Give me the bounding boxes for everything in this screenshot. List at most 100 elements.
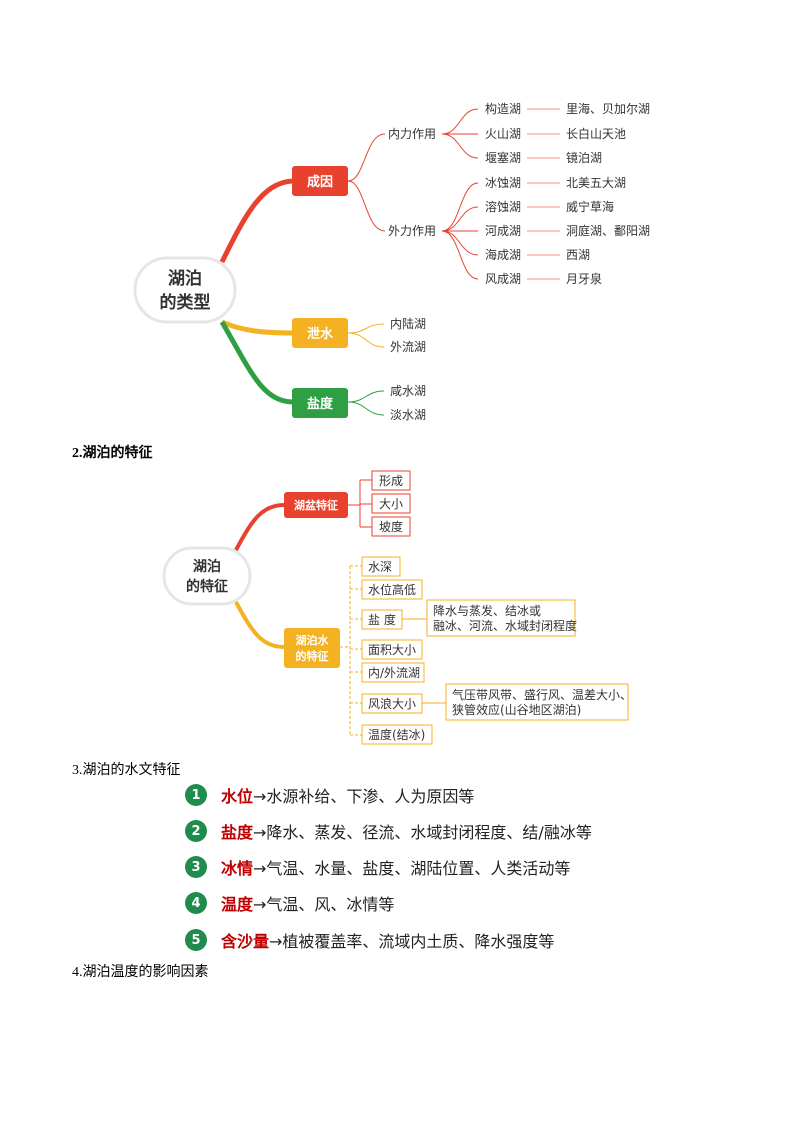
basin-item-slope: 坡度 <box>379 519 403 534</box>
lake-type-tectonic: 构造湖 <box>485 101 521 116</box>
example-barrier: 镜泊湖 <box>566 150 602 165</box>
section-heading-2: 2.湖泊的特征 <box>72 446 153 461</box>
internal-lake-connectors <box>441 108 479 280</box>
branch-line-salinity <box>219 320 293 405</box>
section-heading-4: 4.湖泊温度的影响因素 <box>72 965 209 980</box>
features-center-line2: 的特征 <box>186 578 228 595</box>
example-tectonic: 里海、贝加尔湖 <box>566 101 650 116</box>
hydro-number-4: 4 <box>185 892 207 914</box>
hydro-key-2: 盐度 <box>221 823 254 842</box>
hydro-item-2: 2 盐度 →降水、蒸发、径流、水域封闭程度、结/融冰等 <box>185 817 592 845</box>
basin-item-box-formation <box>371 470 411 491</box>
branch-water-box <box>284 628 340 668</box>
water-item-depth: 水深 <box>368 560 392 574</box>
lake-types-mindmap: 湖泊 的类型 成因 泄水 盐度 内力作用 外力作用 构造湖 火山湖 堰塞湖 冰蚀… <box>133 101 650 422</box>
salinity-connectors <box>347 390 385 416</box>
example-coastal: 西湖 <box>566 247 590 262</box>
water-item-waves: 风浪大小 <box>368 696 416 711</box>
example-connectors <box>527 108 560 280</box>
hydro-text-5: →植被覆盖率、流域内土质、降水强度等 <box>269 932 555 951</box>
hydro-text-3: →气温、水量、盐度、湖陆位置、人类活动等 <box>253 859 571 878</box>
salinity-salt: 咸水湖 <box>390 383 426 398</box>
lake-type-barrier: 堰塞湖 <box>485 150 521 165</box>
hydro-number-1: 1 <box>185 784 207 806</box>
example-volcanic: 长白山天池 <box>566 126 626 141</box>
water-item-area: 面积大小 <box>368 643 416 657</box>
salinity-note-line1: 降水与蒸发、结冰或 <box>433 603 541 618</box>
branch-water-label-line2: 的特征 <box>296 649 329 663</box>
branch-cause-label: 成因 <box>307 174 333 190</box>
center-bubble-features <box>162 546 252 606</box>
features-center-line1: 湖泊 <box>193 558 221 575</box>
hydro-item-1: 1 水位 →水源补给、下渗、人为原因等 <box>185 781 474 809</box>
lake-features-mindmap: 湖泊 的特征 湖盆特征 湖泊水 的特征 形成 大小 坡度 水深 <box>162 470 632 745</box>
lake-type-coastal: 海成湖 <box>485 247 521 262</box>
example-glacial: 北美五大湖 <box>566 175 626 190</box>
hydro-key-1: 水位 <box>221 787 254 806</box>
hydro-number-5: 5 <box>185 929 207 951</box>
wave-note-line1: 气压带风带、盛行风、温差大小、 <box>452 687 632 702</box>
connector-internal <box>347 133 386 182</box>
hydro-number-2: 2 <box>185 820 207 842</box>
group-internal-forces: 内力作用 <box>388 127 436 141</box>
drainage-connectors <box>347 323 385 348</box>
salinity-note-line2: 融冰、河流、水域封闭程度 <box>433 618 577 633</box>
water-item-drainage: 内/外流湖 <box>368 665 420 680</box>
branch-drainage-box <box>292 318 348 348</box>
example-karst: 威宁草海 <box>566 199 614 214</box>
example-aeolian: 月牙泉 <box>566 272 602 286</box>
hydro-item-3: 3 冰情 →气温、水量、盐度、湖陆位置、人类活动等 <box>185 853 570 881</box>
center-title-line2: 的类型 <box>160 292 211 313</box>
water-item-temperature: 温度(结冰) <box>368 727 425 742</box>
group-external-forces: 外力作用 <box>388 224 436 238</box>
wave-note-box <box>445 683 629 721</box>
branch-line-drainage <box>220 319 293 336</box>
water-item-box-depth <box>361 556 401 577</box>
branch-salinity-label: 盐度 <box>307 396 334 412</box>
hydro-number-3: 3 <box>185 856 207 878</box>
branch-basin-label: 湖盆特征 <box>294 498 338 512</box>
water-item-box-area <box>361 639 423 660</box>
basin-item-box-slope <box>371 516 411 537</box>
lake-type-aeolian: 风成湖 <box>485 271 521 286</box>
drainage-outflow: 外流湖 <box>390 339 426 354</box>
branch-salinity-box <box>292 388 348 418</box>
example-fluvial: 洞庭湖、鄱阳湖 <box>566 223 650 238</box>
basin-item-size: 大小 <box>379 497 403 511</box>
center-bubble-types <box>133 256 237 324</box>
salinity-fresh: 淡水湖 <box>390 407 426 422</box>
basin-items: 形成 大小 坡度 <box>371 470 411 537</box>
water-item-salinity: 盐 度 <box>368 612 396 627</box>
basin-connectors <box>348 479 372 528</box>
center-title-line1: 湖泊 <box>168 269 202 289</box>
lake-type-fluvial: 河成湖 <box>485 223 521 238</box>
branch-basin-box <box>284 492 348 518</box>
hydro-key-5: 含沙量 <box>221 932 270 951</box>
hydro-text-2: →降水、蒸发、径流、水域封闭程度、结/融冰等 <box>253 823 592 842</box>
basin-item-box-size <box>371 493 411 514</box>
salinity-note-box <box>426 599 576 637</box>
water-connectors <box>340 565 362 736</box>
hydro-item-4: 4 温度 →气温、风、冰情等 <box>185 889 394 917</box>
drainage-inland: 内陆湖 <box>390 316 426 331</box>
hydro-item-5: 5 含沙量 →植被覆盖率、流域内土质、降水强度等 <box>185 926 554 954</box>
water-items: 水深 水位高低 盐 度 面积大小 内/外流湖 风浪大小 温度(结冰) <box>361 556 433 745</box>
lake-type-volcanic: 火山湖 <box>485 126 521 141</box>
branch-line-water <box>234 601 285 649</box>
hydro-key-4: 温度 <box>221 895 254 914</box>
water-item-box-level <box>361 579 423 600</box>
lake-type-glacial: 冰蚀湖 <box>485 175 521 190</box>
water-item-box-drainage <box>361 662 425 683</box>
lake-type-karst: 溶蚀湖 <box>485 199 521 214</box>
branch-drainage-label: 泄水 <box>307 326 334 342</box>
hydro-key-3: 冰情 <box>221 859 254 878</box>
hydro-text-4: →气温、风、冰情等 <box>253 895 395 914</box>
connector-external <box>347 180 386 232</box>
section-heading-3: 3.湖泊的水文特征 <box>72 763 181 778</box>
branch-water-label-line1: 湖泊水 <box>296 633 330 647</box>
branch-line-basin <box>234 503 285 551</box>
hydro-text-1: →水源补给、下渗、人为原因等 <box>253 787 475 806</box>
branch-line-cause <box>219 178 293 264</box>
water-item-level: 水位高低 <box>368 582 416 597</box>
basin-item-formation: 形成 <box>379 474 403 488</box>
